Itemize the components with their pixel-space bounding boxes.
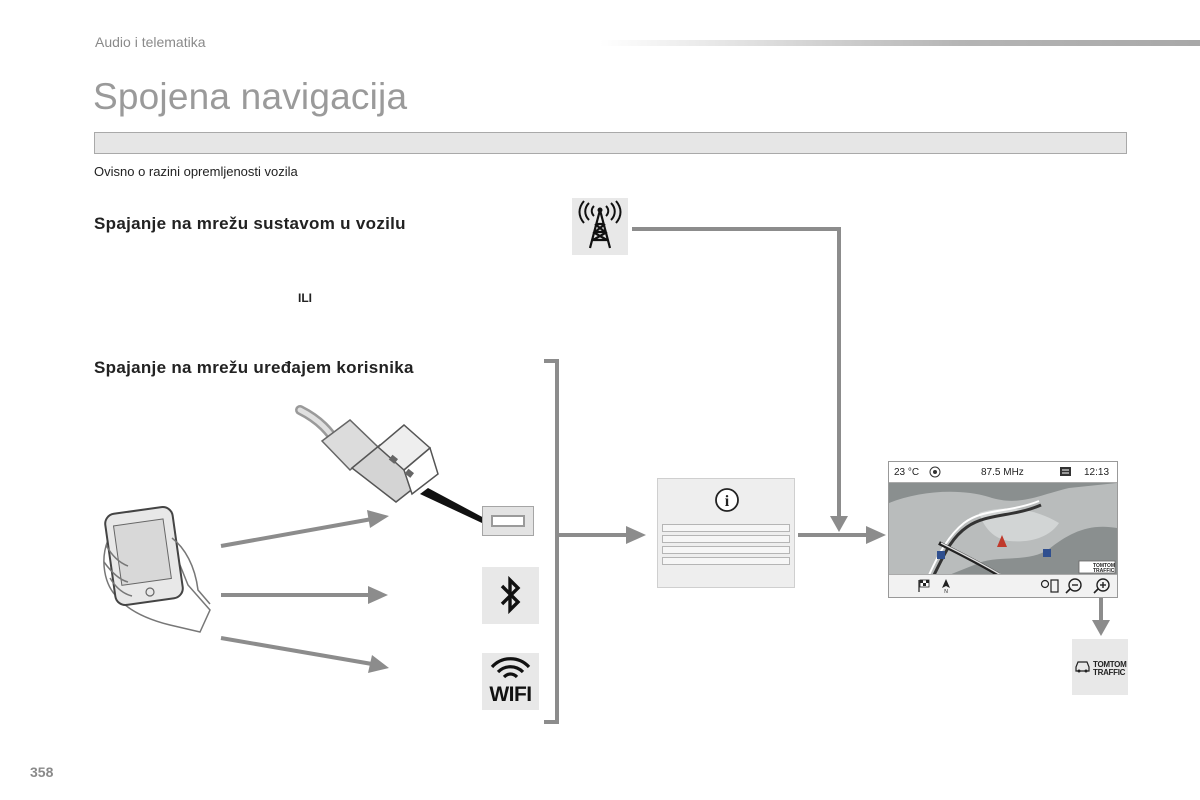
poi-marker-icon [1043, 549, 1051, 557]
smartphone-icon [103, 506, 211, 633]
phone-bluetooth-arrowhead [368, 586, 388, 604]
traffic-car-icon [1075, 661, 1090, 673]
zoom-out-icon [1065, 578, 1082, 594]
usb-port-icon [482, 506, 534, 536]
screen-toolbar: N [889, 574, 1117, 597]
page-title: Spojena navigacija [93, 76, 408, 117]
panel-arrowhead [866, 526, 886, 544]
map-settings-icon [1040, 579, 1059, 593]
destination-marker-icon [997, 535, 1007, 547]
checkered-flag-icon [918, 579, 930, 592]
wifi-icon [490, 657, 531, 679]
wifi-icon-box: WIFI [482, 653, 539, 710]
usb-plug-icon [295, 405, 486, 523]
phone-usb-arrowhead [367, 510, 389, 528]
screen-temperature: 23 °C [894, 467, 920, 478]
svg-text:N: N [944, 589, 948, 594]
phone-wifi-arrowhead [368, 655, 389, 673]
info-row [662, 546, 790, 554]
north-arrow-icon: N [942, 579, 950, 594]
radio-source-icon [929, 466, 941, 478]
section-label: Audio i telematika [95, 34, 206, 50]
info-row [662, 535, 790, 543]
heading-user-device: Spajanje na mrežu uređajem korisnika [94, 358, 414, 377]
traffic-button [1078, 560, 1116, 574]
screen-frequency: 87.5 MHz [981, 467, 1024, 478]
navigation-map: TOMTOM TRAFFIC [889, 483, 1117, 575]
info-icon: i [715, 488, 739, 512]
phone-usb-arrow [220, 517, 373, 548]
tower-arrowhead [830, 516, 848, 532]
screen-traffic-arrowhead [1092, 620, 1110, 636]
messages-icon [1060, 467, 1071, 476]
phone-wifi-arrow [220, 636, 373, 666]
heading-vehicle-system: Spajanje na mrežu sustavom u vozilu [94, 214, 406, 233]
traffic-label-line1: TOMTOM [1093, 660, 1127, 669]
device-bracket [544, 359, 559, 724]
radio-tower-icon [578, 200, 622, 249]
tower-icon-box [572, 198, 628, 255]
zoom-in-icon [1093, 578, 1110, 594]
equipment-note: Ovisno o razini opremljenosti vozila [94, 164, 298, 179]
info-symbol: i [725, 493, 730, 510]
bluetooth-icon-box [482, 567, 539, 624]
bluetooth-icon [500, 575, 521, 615]
usb-port-slot [491, 515, 525, 527]
or-label: ILI [298, 291, 312, 305]
info-panel: i [657, 478, 795, 588]
info-row [662, 557, 790, 565]
bracket-arrowhead [626, 526, 646, 544]
tower-connector [632, 227, 841, 522]
screen-traffic-line1: TOMTOM [1093, 563, 1115, 569]
poi-marker-icon [937, 551, 945, 559]
traffic-label-line2: TRAFFIC [1093, 668, 1126, 677]
header-rule [600, 40, 1200, 46]
page-number: 358 [30, 764, 54, 780]
screen-traffic-line2: TRAFFIC [1093, 568, 1115, 574]
wifi-label: WIFI [489, 683, 532, 706]
screen-time: 12:13 [1084, 467, 1110, 478]
navigation-screen: 23 °C 87.5 MHz 12:13 TOMTOM TRAFFIC [888, 461, 1118, 598]
info-row [662, 524, 790, 532]
traffic-icon-box: TOMTOM TRAFFIC [1072, 639, 1128, 695]
traffic-label: TOMTOM TRAFFIC [1093, 660, 1127, 677]
title-bar [94, 132, 1127, 154]
screen-status-bar: 23 °C 87.5 MHz 12:13 [889, 462, 1117, 483]
